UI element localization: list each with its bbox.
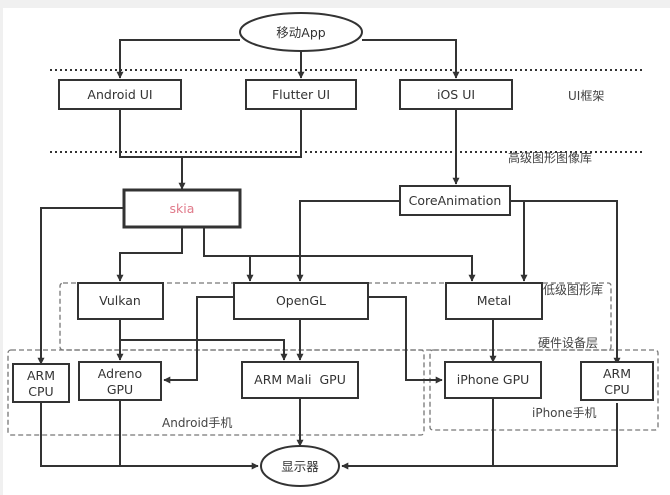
node-arm-cpu-iphone: ARM CPU xyxy=(580,361,654,401)
node-arm-mali-gpu: ARM Mali GPU xyxy=(241,361,359,399)
layer-label-high-level-graphics: 高级图形图像库 xyxy=(508,150,592,165)
group-android-phone xyxy=(7,349,425,436)
node-mobile-app: 移动App xyxy=(239,12,363,52)
node-core-animation: CoreAnimation xyxy=(399,185,511,216)
node-vulkan-label: Vulkan xyxy=(99,293,141,308)
edge-armcpu-display xyxy=(40,403,259,470)
node-arm-cpu-android-line2: CPU xyxy=(28,384,53,399)
node-flutter-ui-label: Flutter UI xyxy=(272,87,330,102)
group-iphone-phone xyxy=(429,349,659,431)
node-arm-cpu-iphone-line2: CPU xyxy=(604,382,629,397)
node-adreno-gpu-line1: Adreno xyxy=(98,366,142,381)
node-flutter-ui: Flutter UI xyxy=(245,79,357,110)
edge-opengl-adreno xyxy=(163,296,234,384)
edge-app-android-ui xyxy=(116,39,240,79)
node-android-ui-label: Android UI xyxy=(87,87,152,102)
group-label-low-level-graphics: 低级图形库 xyxy=(543,282,603,297)
edge-skia-vulkan xyxy=(116,228,183,282)
node-display: 显示器 xyxy=(260,445,340,487)
node-adreno-gpu: Adreno GPU xyxy=(78,361,162,401)
edge-vulkan-mali xyxy=(120,339,288,361)
node-mobile-app-label: 移动App xyxy=(276,25,325,40)
edge-skia-arm-cpu xyxy=(37,207,123,365)
layer-label-ui-framework: UI框架 xyxy=(568,89,604,103)
edge-ca-arm-cpu xyxy=(524,200,621,365)
edge-ca-opengl xyxy=(296,200,400,282)
node-skia-label: skia xyxy=(170,201,195,216)
node-iphone-gpu-label: iPhone GPU xyxy=(457,372,530,387)
node-core-animation-label: CoreAnimation xyxy=(409,193,502,208)
edge-skia-metal xyxy=(250,255,476,282)
node-arm-mali-gpu-label: ARM Mali GPU xyxy=(254,372,346,387)
node-arm-cpu-iphone-line1: ARM xyxy=(603,366,631,381)
group-label-iphone-phone: iPhone手机 xyxy=(532,406,597,420)
node-ios-ui: iOS UI xyxy=(399,79,513,110)
node-vulkan: Vulkan xyxy=(77,282,164,320)
architecture-diagram: 移动App Android UI Flutter UI iOS UI skia … xyxy=(7,12,659,487)
node-arm-cpu-android: ARM CPU xyxy=(12,363,70,403)
node-metal-label: Metal xyxy=(477,293,512,308)
node-opengl: OpenGL xyxy=(233,282,369,320)
group-label-android-phone: Android手机 xyxy=(162,416,232,430)
edge-ca-metal xyxy=(510,200,528,282)
node-skia: skia xyxy=(122,188,242,229)
edge-app-ios-ui xyxy=(362,39,460,79)
node-opengl-label: OpenGL xyxy=(276,293,326,308)
edge-iphone-cpu-display xyxy=(341,403,618,470)
node-display-label: 显示器 xyxy=(281,459,319,474)
edge-ui-merge xyxy=(119,110,302,158)
edge-opengl-iphone-gpu xyxy=(368,296,443,384)
node-arm-cpu-android-line1: ARM xyxy=(27,368,55,383)
layer-label-hardware: 硬件设备层 xyxy=(538,336,598,350)
node-ios-ui-label: iOS UI xyxy=(437,87,475,102)
diagram-canvas: 移动App Android UI Flutter UI iOS UI skia … xyxy=(3,8,670,495)
node-metal: Metal xyxy=(445,282,543,320)
edge-skia-opengl xyxy=(203,228,254,282)
node-android-ui: Android UI xyxy=(58,79,182,110)
node-adreno-gpu-line2: GPU xyxy=(107,382,133,397)
node-iphone-gpu: iPhone GPU xyxy=(444,361,542,399)
